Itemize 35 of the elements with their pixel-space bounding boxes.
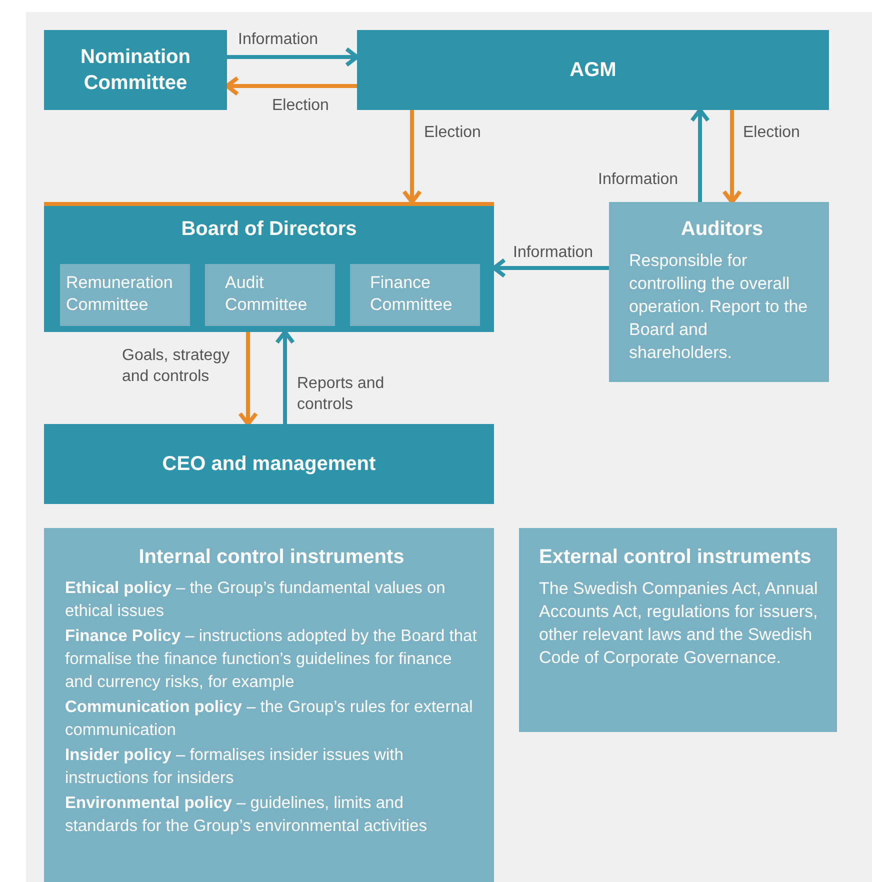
- description-text: Responsible for controlling the overall operation. Report to the Board and shareholders.: [629, 250, 809, 364]
- policy-text: Environmental policy – guidelines, limits and standards for the Group’s environmental activities: [65, 793, 428, 837]
- arrow: [238, 332, 258, 426]
- policy-text: Communication policy – the Group’s rules for external communication: [65, 697, 474, 741]
- policy-text: Insider policy – formalises insider issues with instructions for insiders: [65, 745, 404, 789]
- committee-box: [44, 30, 227, 110]
- committee-box: [60, 264, 190, 326]
- committee-box: [205, 264, 335, 326]
- policy-text: Ethical policy – the Group’s fundamental values on ethical issues: [65, 578, 446, 622]
- committee-box: [350, 264, 480, 326]
- arrow: [225, 76, 357, 96]
- arrow: [402, 110, 422, 204]
- node-label: Finance Committee: [370, 272, 454, 316]
- panel-heading: Auditors: [680, 218, 764, 241]
- instruments-panel: [44, 528, 494, 882]
- node-title: Nomination Committee: [80, 45, 192, 96]
- node-title: Board of Directors: [180, 218, 358, 241]
- node-title: CEO and management: [162, 452, 376, 477]
- arrow: [690, 108, 710, 202]
- meeting-box: [357, 30, 829, 110]
- management-box: [44, 424, 494, 504]
- description-text: The Swedish Companies Act, Annual Accounts Act, regulations for issuers, other relevant laws and the Swedish Code of Corporate Governance.: [539, 578, 819, 669]
- node-title: AGM: [570, 58, 616, 83]
- arrow: [722, 110, 742, 204]
- node-label: Remuneration Committee: [66, 272, 174, 316]
- node-label: Audit Committee: [225, 272, 308, 316]
- arrow: [227, 47, 359, 67]
- arrow: [492, 258, 609, 278]
- instruments-panel: [519, 528, 837, 732]
- auditors-box: [609, 202, 829, 382]
- arrow: [275, 330, 295, 424]
- panel-heading: Internal control instruments: [138, 546, 406, 569]
- policy-text: Finance Policy – instructions adopted by the Board that formalise the finance function’s guidelines for finance and currency risks, for example: [65, 626, 478, 693]
- panel-heading: External control instruments: [539, 546, 812, 569]
- board-box: [44, 202, 494, 332]
